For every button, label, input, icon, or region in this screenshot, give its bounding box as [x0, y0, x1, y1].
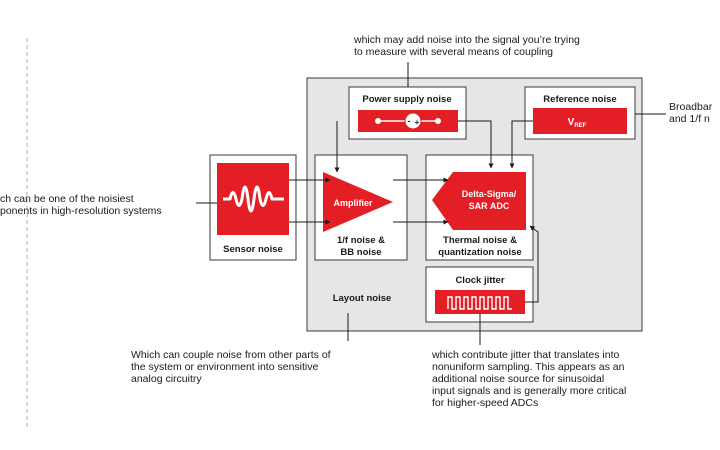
vref-subscript: REF: [574, 123, 586, 129]
adc-noise-line1: Thermal noise &: [443, 235, 517, 246]
adc-label-line1: Delta-Sigma/: [462, 189, 517, 199]
adc-shape-icon: [432, 172, 526, 230]
amplifier-triangle-icon: [323, 172, 393, 232]
reference-block: Reference noise VREF: [524, 86, 636, 140]
power-to-adc-arrow: [458, 120, 494, 169]
callout-lines: [196, 62, 666, 345]
amplifier-block: Amplifier 1/f noise & BB noise: [314, 154, 408, 261]
vref-icon-box: [533, 108, 627, 134]
signal-arrows: [289, 120, 539, 303]
sensor-block: Sensor noise: [209, 154, 297, 261]
adc-noise-line2: quantization noise: [438, 247, 521, 258]
adc-block: Delta-Sigma/ SAR ADC Thermal noise & qua…: [425, 154, 534, 261]
annotation-bottom-right: which contribute jitter that translates …: [432, 349, 627, 409]
adc-label-line2: SAR ADC: [469, 201, 510, 211]
clock-to-adc-arrow: [525, 225, 539, 303]
reference-noise-label: Reference noise: [543, 94, 616, 105]
ref-to-adc-arrow: [509, 120, 533, 169]
annotation-bottom-left: Which can couple noise from other parts …: [131, 349, 331, 385]
amp-noise-line2: BB noise: [340, 247, 381, 258]
power-supply-noise-label: Power supply noise: [362, 94, 451, 105]
svg-text:-: -: [408, 116, 411, 126]
sine-wave-icon: [223, 185, 284, 213]
svg-text:VREF: VREF: [568, 117, 587, 129]
amp-noise-line1: 1/f noise &: [337, 235, 385, 246]
svg-text:+: +: [415, 118, 420, 127]
annotation-top: which may add noise into the signal you’…: [354, 34, 580, 58]
power-supply-block: Power supply noise - +: [348, 86, 467, 140]
amplifier-label: Amplifier: [333, 198, 373, 208]
layout-noise-label: Layout noise: [333, 293, 392, 304]
clock-block: Clock jitter: [425, 266, 534, 323]
voltage-source-icon: [404, 112, 422, 130]
sensor-noise-label: Sensor noise: [223, 244, 283, 255]
vref-label: V: [568, 117, 575, 128]
annotation-right: Broadbar and 1/f n: [669, 101, 713, 125]
clock-jitter-label: Clock jitter: [455, 275, 504, 286]
square-wave-icon: [447, 296, 512, 310]
annotation-left: ch can be one of the noisiest ponents in…: [0, 193, 162, 217]
